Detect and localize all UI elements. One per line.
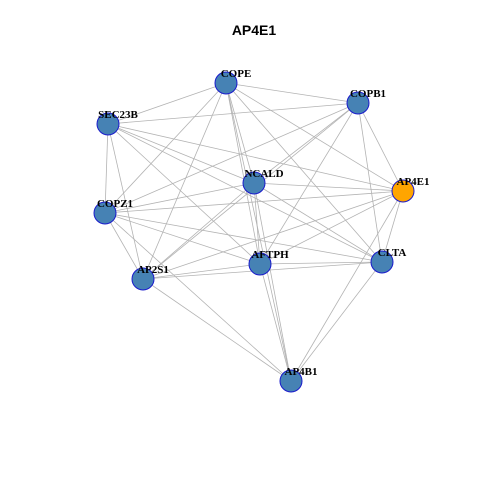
edge-copb1-ap4e1 [357,102,404,192]
edge-cope-copb1 [225,82,359,104]
node-label-ncald: NCALD [244,168,283,180]
edge-ap4e1-clta [381,190,404,263]
node-sec23b[interactable] [96,112,120,136]
edge-copb1-clta [357,102,383,263]
node-label-ap2s1: AP2S1 [137,264,169,276]
edge-ncald-ap2s1 [142,182,255,280]
diagram-title: AP4E1 [232,22,277,38]
edge-clta-ap4b1 [290,261,383,382]
edge-ap4e1-ap2s1 [142,190,404,280]
node-label-sec23b: SEC23B [98,109,138,121]
node-ap4e1[interactable] [391,179,415,203]
edge-ap2s1-ap4b1 [142,278,292,382]
node-copz1[interactable] [93,201,117,225]
node-ap2s1[interactable] [131,267,155,291]
edge-copz1-clta [104,212,383,263]
edge-ap4e1-copz1 [104,190,404,214]
edge-ncald-clta [253,182,383,263]
edge-aftph-ap2s1 [142,263,261,280]
edge-sec23b-ap2s1 [107,123,144,280]
edge-cope-sec23b [107,82,227,125]
node-label-ap4b1: AP4B1 [285,366,318,378]
edge-cope-ap4b1 [225,82,292,382]
edge-sec23b-aftph [107,123,261,265]
node-clta[interactable] [370,250,394,274]
edge-cope-copz1 [104,82,227,214]
edge-copb1-aftph [259,102,359,265]
edge-cope-ncald [225,82,255,184]
edge-ap4e1-aftph [259,190,404,265]
edge-copb1-copz1 [104,102,359,214]
edge-sec23b-clta [107,123,383,263]
edge-ncald-ap4b1 [253,182,292,382]
edge-cope-clta [225,82,383,263]
edge-copb1-sec23b [107,102,359,125]
node-aftph[interactable] [248,252,272,276]
node-ncald[interactable] [242,171,266,195]
edge-sec23b-copz1 [104,123,109,214]
node-copb1[interactable] [346,91,370,115]
edge-copz1-aftph [104,212,261,265]
edge-cope-ap4e1 [225,82,404,192]
node-label-aftph: AFTPH [251,249,289,261]
edge-copz1-ap2s1 [104,212,144,280]
edge-sec23b-ap4e1 [107,123,404,192]
edge-sec23b-ncald [107,123,255,184]
edge-ncald-copz1 [104,182,255,214]
node-label-copz1: COPZ1 [97,198,133,210]
node-layer [93,71,415,393]
node-ap4b1[interactable] [279,369,303,393]
edge-cope-aftph [225,82,261,265]
edge-aftph-clta [259,261,383,265]
edge-ap4e1-ap4b1 [290,190,404,382]
node-label-ap4e1: AP4E1 [397,176,430,188]
edge-ncald-ap4e1 [253,182,404,192]
edge-aftph-ap4b1 [259,263,292,382]
edge-ncald-aftph [253,182,261,265]
node-label-copb1: COPB1 [350,88,386,100]
edge-cope-ap2s1 [142,82,227,280]
node-label-cope: COPE [221,68,252,80]
edge-copb1-ncald [253,102,359,184]
node-label-clta: CLTA [378,247,407,259]
edge-copz1-ap4b1 [104,212,292,382]
node-cope[interactable] [214,71,238,95]
